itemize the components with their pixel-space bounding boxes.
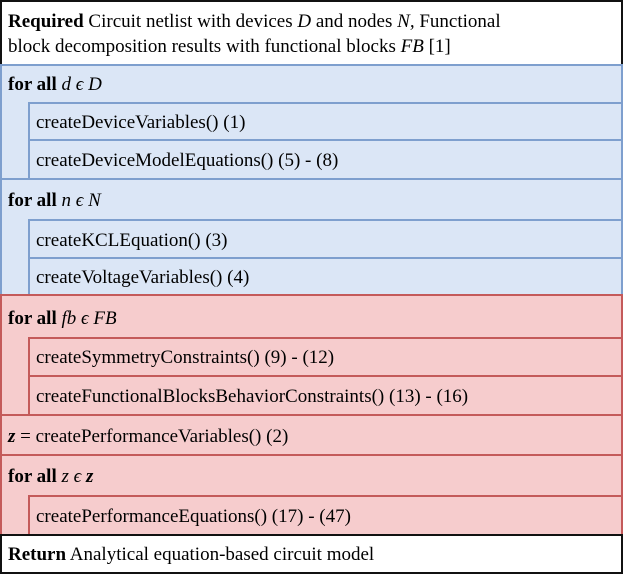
required-set-d: D: [297, 11, 312, 32]
required-text-2: and nodes: [311, 11, 398, 32]
step-label: createPerformanceEquations() (17) - (47): [36, 506, 351, 527]
loop-set: N: [88, 190, 101, 211]
required-text-5: [1]: [423, 36, 451, 57]
loop-var: fb: [61, 308, 77, 329]
loop-perf-header: for all z ϵ z: [8, 465, 93, 488]
step-label: createDeviceVariables() (1): [36, 112, 246, 133]
loop-var: z: [61, 466, 69, 487]
loop-var: n: [61, 190, 71, 211]
return-keyword: Return: [8, 544, 67, 565]
step-device-variables: createDeviceVariables() (1): [28, 102, 623, 141]
loop-set: z: [86, 466, 94, 487]
step-performance-equations: createPerformanceEquations() (17) - (47): [28, 495, 623, 536]
required-line-2: block decomposition results with functio…: [8, 35, 451, 58]
perf-assign-line: z = createPerformanceVariables() (2): [8, 425, 288, 448]
required-text-4: block decomposition results with functio…: [8, 36, 401, 57]
loop-keyword: for all: [8, 190, 57, 211]
loop-set: FB: [93, 308, 117, 329]
loop-blocks-header: for all fb ϵ FB: [8, 307, 117, 330]
loop-nodes-header: for all n ϵ N: [8, 189, 101, 212]
return-line: Return Analytical equation-based circuit…: [8, 543, 374, 566]
loop-keyword: for all: [8, 308, 57, 329]
loop-keyword: for all: [8, 74, 57, 95]
step-device-model-equations: createDeviceModelEquations() (5) - (8): [28, 139, 623, 180]
loop-keyword: for all: [8, 466, 57, 487]
step-kcl-equation: createKCLEquation() (3): [28, 219, 623, 259]
required-line-1: Required Circuit netlist with devices D …: [8, 10, 501, 33]
step-functional-blocks-constraints: createFunctionalBlocksBehaviorConstraint…: [28, 375, 623, 416]
loop-in: ϵ: [70, 74, 89, 95]
step-label: createSymmetryConstraints() (9) - (12): [36, 347, 335, 368]
step-label: createVoltageVariables() (4): [36, 267, 250, 288]
loop-var: d: [61, 74, 71, 95]
step-label: createDeviceModelEquations() (5) - (8): [36, 150, 339, 171]
required-set-fb: FB: [400, 36, 424, 57]
required-set-n: N,: [397, 11, 415, 32]
return-box: Return Analytical equation-based circuit…: [0, 534, 623, 574]
loop-set: D: [88, 74, 102, 95]
required-box: Required Circuit netlist with devices D …: [0, 0, 623, 66]
step-voltage-variables: createVoltageVariables() (4): [28, 257, 623, 296]
step-label: createKCLEquation() (3): [36, 230, 228, 251]
step-label: createFunctionalBlocksBehaviorConstraint…: [36, 386, 469, 407]
loop-devices-header: for all d ϵ D: [8, 73, 102, 96]
perf-assign-text: = createPerformanceVariables() (2): [15, 426, 289, 447]
return-text: Analytical equation-based circuit model: [66, 544, 375, 565]
perf-var: z: [8, 426, 16, 447]
loop-in: ϵ: [76, 308, 94, 329]
required-keyword: Required: [8, 11, 84, 32]
required-text-3: Functional: [414, 11, 501, 32]
perf-assign-block: z = createPerformanceVariables() (2): [0, 414, 623, 456]
step-symmetry-constraints: createSymmetryConstraints() (9) - (12): [28, 337, 623, 377]
required-text-1: Circuit netlist with devices: [83, 11, 298, 32]
loop-in: ϵ: [70, 190, 89, 211]
loop-in: ϵ: [68, 466, 87, 487]
